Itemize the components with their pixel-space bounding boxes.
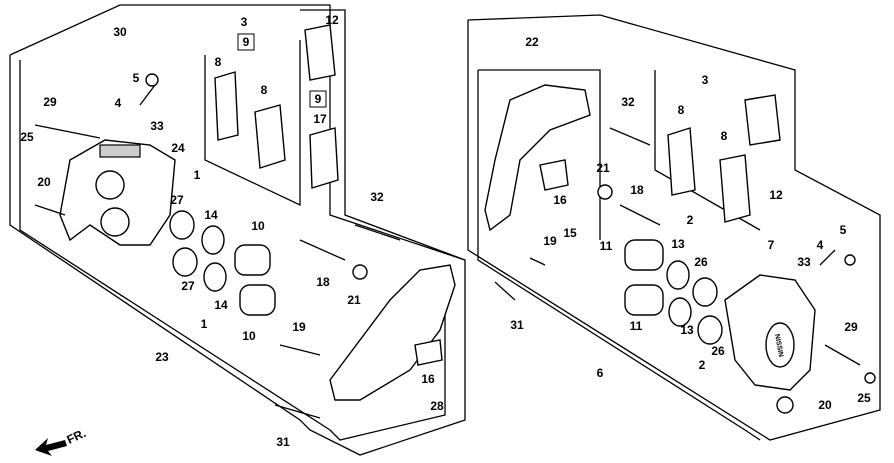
part-number-label: 7	[768, 238, 775, 252]
left-caliper-body	[59, 139, 176, 246]
part-number-label: 33	[797, 255, 811, 269]
part-number-label: 4	[115, 96, 122, 110]
caliper-brand-text: NISSIN	[773, 334, 784, 358]
part-number-label: 16	[553, 193, 567, 207]
part-number-label: 20	[818, 398, 832, 412]
part-number-label: 31	[276, 435, 290, 449]
part-number-label: 33	[150, 119, 164, 133]
part-number-label: 32	[621, 95, 635, 109]
part-number-label: 8	[261, 83, 268, 97]
part-number-label: 5	[133, 71, 140, 85]
part-number-label: 6	[597, 366, 604, 380]
front-direction-arrow: FR.	[35, 426, 88, 456]
left-caliper-bracket	[329, 264, 456, 401]
right-bolts-pins	[494, 127, 876, 414]
part-number-label: 18	[316, 275, 330, 289]
part-number-label: 5	[840, 223, 847, 237]
part-number-label: 8	[215, 55, 222, 69]
part-number-label: 11	[600, 239, 613, 253]
part-number-label: 28	[430, 399, 444, 413]
part-number-label: 29	[43, 95, 57, 109]
part-number-label: 13	[680, 323, 694, 337]
right-caliper-bracket	[484, 84, 591, 232]
part-number-label: 22	[525, 35, 539, 49]
right-pistons-seals	[624, 239, 723, 345]
part-number-label: 27	[181, 279, 195, 293]
part-number-label: 32	[370, 190, 384, 204]
left-brake-pads	[214, 24, 339, 189]
part-number-label: 18	[630, 183, 644, 197]
part-number-label: 1	[194, 168, 201, 182]
part-number-label: 10	[251, 219, 265, 233]
part-number-label: 12	[769, 188, 783, 202]
part-number-label: 23	[155, 350, 169, 364]
part-number-label: 2	[687, 213, 694, 227]
part-number-label: 21	[596, 161, 610, 175]
part-number-label: 15	[563, 226, 577, 240]
part-number-label: 17	[313, 112, 327, 126]
part-number-label: 25	[857, 391, 871, 405]
part-number-label: 30	[113, 25, 127, 39]
part-number-label: 14	[204, 208, 218, 222]
part-number-label: 1	[201, 317, 208, 331]
part-number-label: 9	[315, 92, 322, 106]
part-number-label: 8	[721, 129, 728, 143]
part-number-label: 13	[671, 237, 685, 251]
part-number-label: 31	[510, 318, 524, 332]
part-number-label: 3	[702, 73, 709, 87]
part-number-label: 19	[543, 234, 557, 248]
part-number-label: 25	[20, 130, 34, 144]
label-box	[309, 90, 327, 108]
right-caliper-body: NISSIN	[724, 274, 816, 391]
part-number-label: 12	[325, 13, 339, 27]
part-number-label: 26	[694, 255, 708, 269]
part-number-label: 21	[347, 293, 361, 307]
label-box	[237, 33, 255, 51]
part-number-label: 4	[817, 238, 824, 252]
part-number-label: 20	[37, 175, 51, 189]
part-number-label: 9	[243, 35, 250, 49]
front-direction-label: FR.	[65, 426, 88, 447]
part-number-label: 29	[844, 320, 858, 334]
part-number-label: 14	[214, 298, 228, 312]
right-assembly-outline	[467, 14, 881, 441]
part-number-label: 24	[171, 141, 185, 155]
left-assembly-labels: 30 3 9 12 8 8 54 33 29 25 24 9 17 1 20 27 14 10 32 27 14 1 10 1…	[20, 13, 444, 449]
part-number-label: 11	[630, 319, 643, 333]
part-number-label: 26	[711, 344, 725, 358]
part-number-label: 10	[242, 329, 256, 343]
left-pistons-seals	[169, 210, 276, 316]
part-number-label: 3	[241, 15, 248, 29]
part-number-label: 16	[421, 372, 435, 386]
left-bolts-pins	[34, 73, 401, 419]
part-number-label: 27	[170, 193, 184, 207]
part-number-label: 19	[292, 320, 306, 334]
part-number-label: 2	[699, 358, 706, 372]
right-brake-pads	[667, 94, 781, 223]
left-assembly-outline	[9, 4, 466, 456]
part-number-label: 8	[678, 103, 685, 117]
